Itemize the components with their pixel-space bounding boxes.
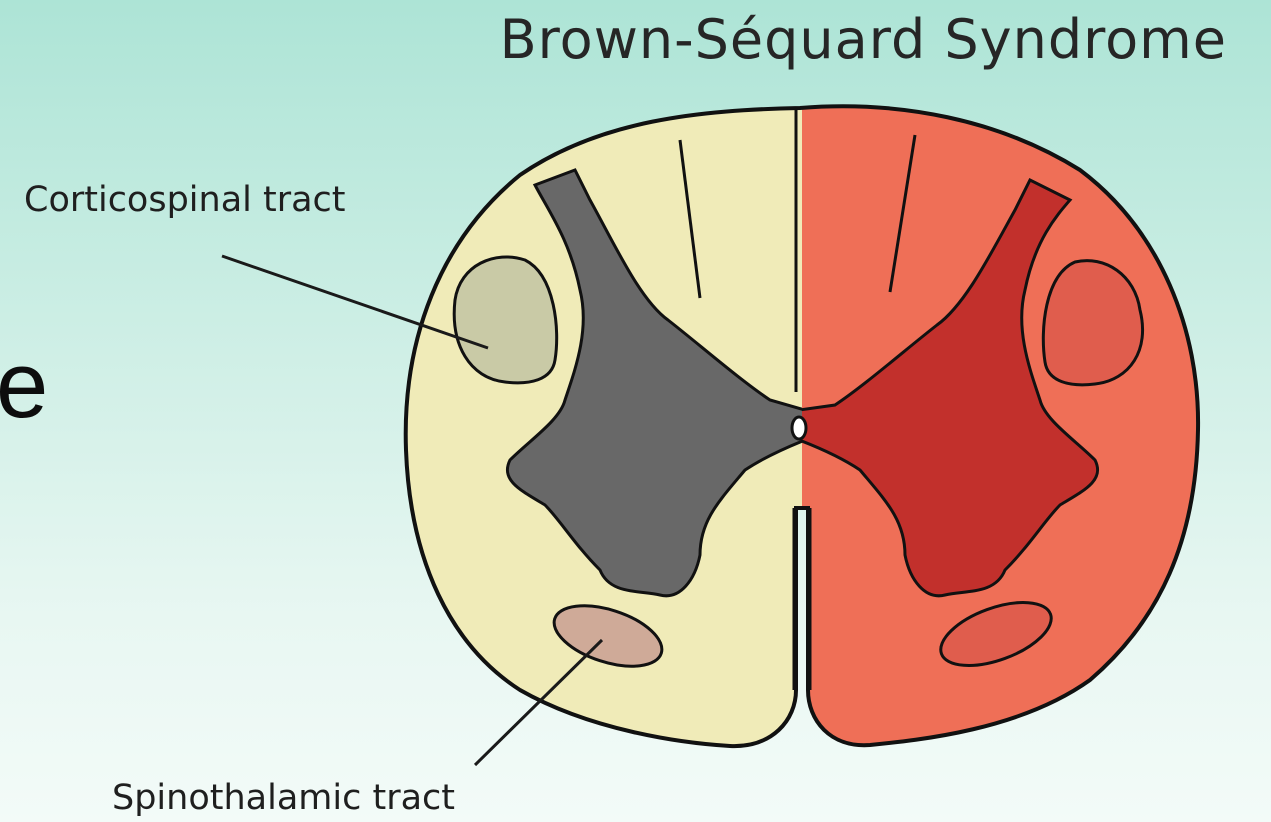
central-canal bbox=[792, 417, 806, 439]
corticospinal-tract-region bbox=[454, 257, 556, 383]
spinothalamic-tract-label: Spinothalamic tract bbox=[112, 778, 455, 818]
lesion-corticospinal-region bbox=[1043, 261, 1142, 385]
cropped-slide-text: e bbox=[0, 338, 48, 432]
diagram-title: Brown-Séquard Syndrome bbox=[500, 8, 1227, 71]
corticospinal-tract-label: Corticospinal tract bbox=[24, 180, 346, 220]
